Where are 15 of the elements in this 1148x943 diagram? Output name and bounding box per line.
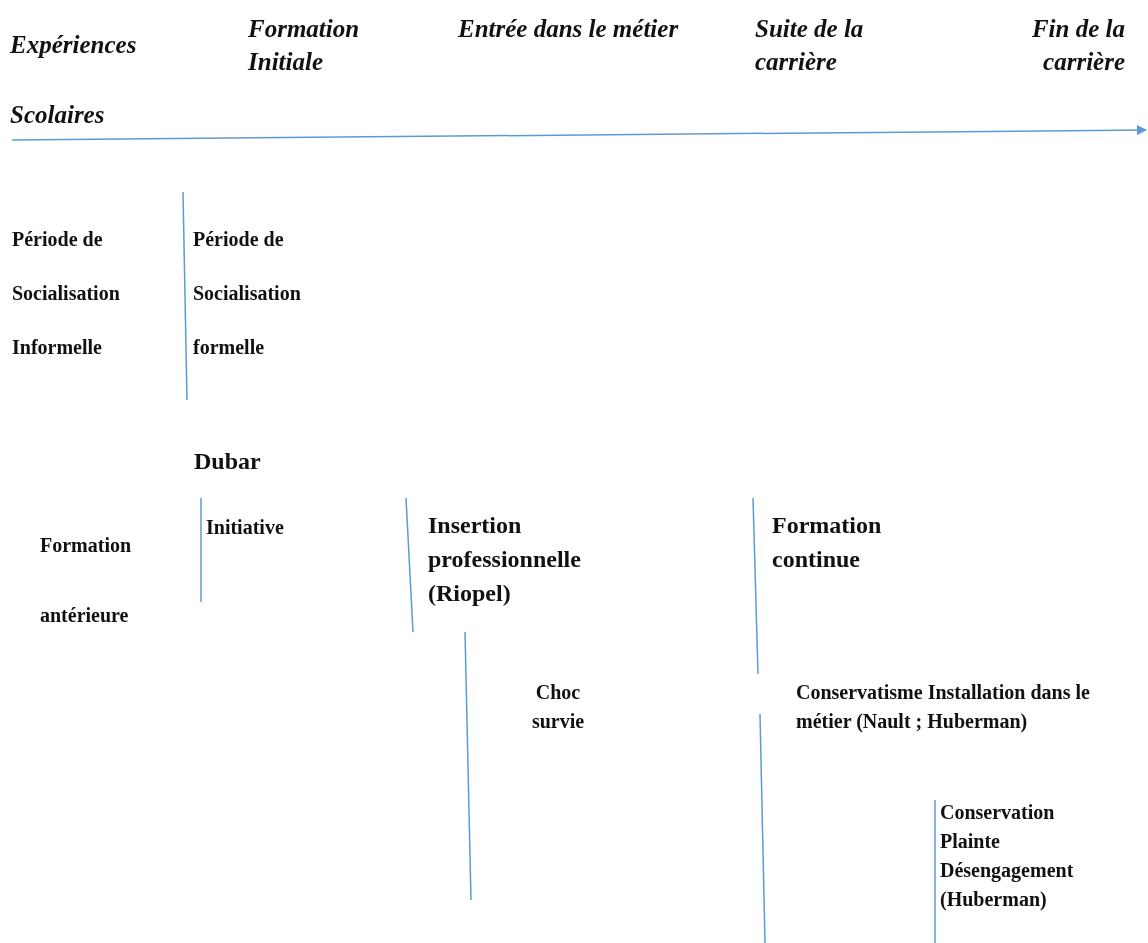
phase-heading: Entrée dans le métier bbox=[458, 14, 680, 44]
phase-heading: Formation Initiale bbox=[248, 14, 361, 77]
period-label: Période de Socialisation Informelle bbox=[12, 227, 121, 360]
phase-heading: Fin de la carrière bbox=[1030, 14, 1125, 77]
stage-label: Choc survie bbox=[530, 680, 586, 734]
phase-heading: Expériences Scolaires bbox=[10, 30, 138, 130]
author-label: Dubar bbox=[194, 447, 262, 476]
stage-label: Conservatisme Installation dans le métier (Nault ; Huberman) bbox=[796, 680, 1091, 735]
stage-label: Conservation Plainte Désengagement (Huberman) bbox=[940, 800, 1075, 913]
period-label: Période de Socialisation formelle bbox=[193, 227, 302, 360]
stage-label: Formation antérieure bbox=[40, 533, 133, 628]
stage-heading: Formation continue bbox=[772, 511, 883, 574]
stage-heading: Insertion professionnelle (Riopel) bbox=[428, 511, 582, 608]
phase-heading: Suite de la carrière bbox=[755, 14, 865, 77]
stage-label: Initiative bbox=[206, 515, 285, 540]
